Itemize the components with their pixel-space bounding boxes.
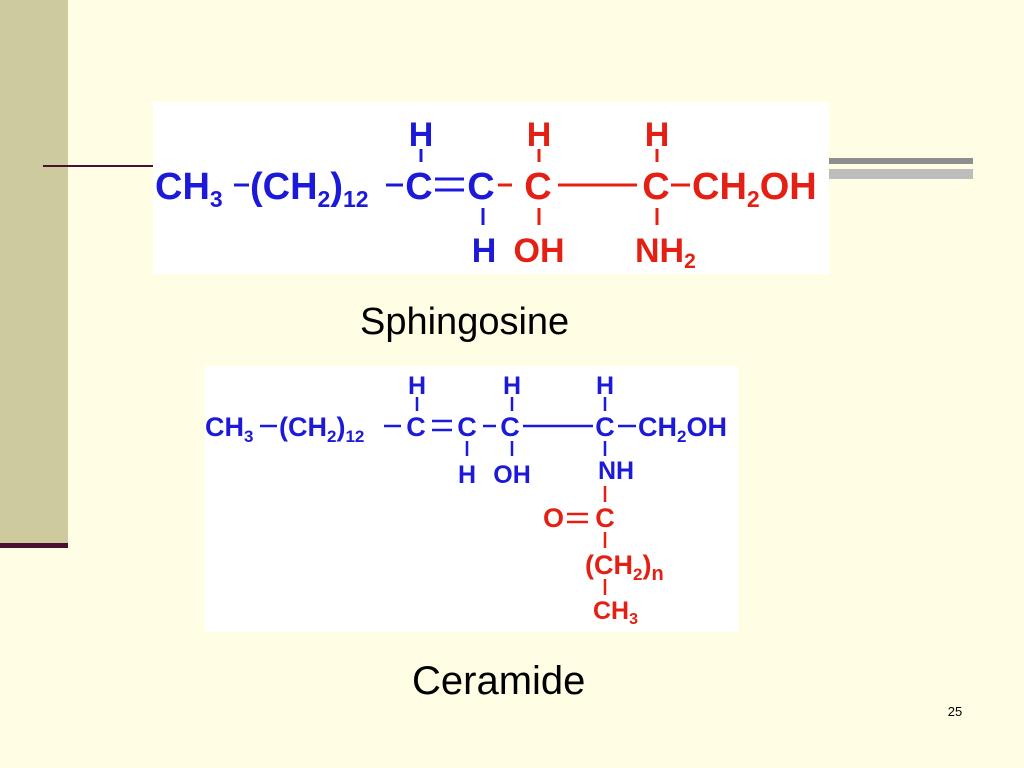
decorative-line-left <box>43 165 156 167</box>
sphingosine-oh: OH <box>514 232 565 270</box>
sphingosine-structure: H H H CH3 (CH2)12 C C C C CH2OH H OH NH2 <box>153 102 829 274</box>
ceramide-c2: C <box>457 412 477 442</box>
sphingosine-c2: C <box>467 166 494 208</box>
ceramide-c5: C <box>595 503 615 533</box>
ceramide-c3: C <box>500 412 520 442</box>
ceramide-c4: C <box>595 412 615 442</box>
page-number: 25 <box>947 704 963 719</box>
side-band <box>0 0 68 546</box>
side-band-accent-line <box>0 543 68 548</box>
sphingosine-nh2: NH2 <box>635 232 696 273</box>
sphingosine-top-h-3: H <box>645 116 670 154</box>
decorative-bar-right-dark <box>826 158 973 164</box>
ceramide-carbonyl-o: O <box>543 503 564 533</box>
sphingosine-caption: Sphingosine <box>360 301 570 343</box>
ceramide-bottom-h: H <box>458 461 476 489</box>
sphingosine-c4: C <box>642 166 669 208</box>
ceramide-ch2oh: CH2OH <box>638 412 727 446</box>
sphingosine-c3: C <box>524 166 551 208</box>
ceramide-oh: OH <box>493 461 531 489</box>
sphingosine-c1: C <box>405 166 432 208</box>
ceramide-structure: H H H CH3 (CH2)12 C C C C CH2OH H OH NH … <box>205 366 738 632</box>
ceramide-ch2-repeat: (CH2)12 <box>279 412 364 446</box>
ceramide-c1: C <box>406 412 426 442</box>
ceramide-nh: NH <box>598 457 634 485</box>
ceramide-top-h-2: H <box>503 372 521 400</box>
ceramide-top-h-1: H <box>408 372 426 400</box>
ceramide-structure-svg: H H H CH3 (CH2)12 C C C C CH2OH H OH NH … <box>205 372 727 628</box>
sphingosine-structure-svg: H H H CH3 (CH2)12 C C C C CH2OH H OH NH2 <box>155 116 817 273</box>
ceramide-caption: Ceramide <box>412 659 586 703</box>
ceramide-acyl-chain: (CH2)n <box>585 550 664 585</box>
decorative-bar-right-light <box>826 169 973 179</box>
sphingosine-ch3: CH3 <box>155 166 223 212</box>
sphingosine-bottom-h: H <box>472 232 497 270</box>
ceramide-ch3: CH3 <box>205 412 253 446</box>
sphingosine-ch2oh: CH2OH <box>692 166 817 212</box>
sphingosine-top-h-1: H <box>409 116 434 154</box>
sphingosine-ch2-repeat: (CH2)12 <box>250 166 369 212</box>
ceramide-tail-ch3: CH3 <box>593 597 638 628</box>
sphingosine-top-h-2: H <box>527 116 552 154</box>
ceramide-top-h-3: H <box>596 372 614 400</box>
